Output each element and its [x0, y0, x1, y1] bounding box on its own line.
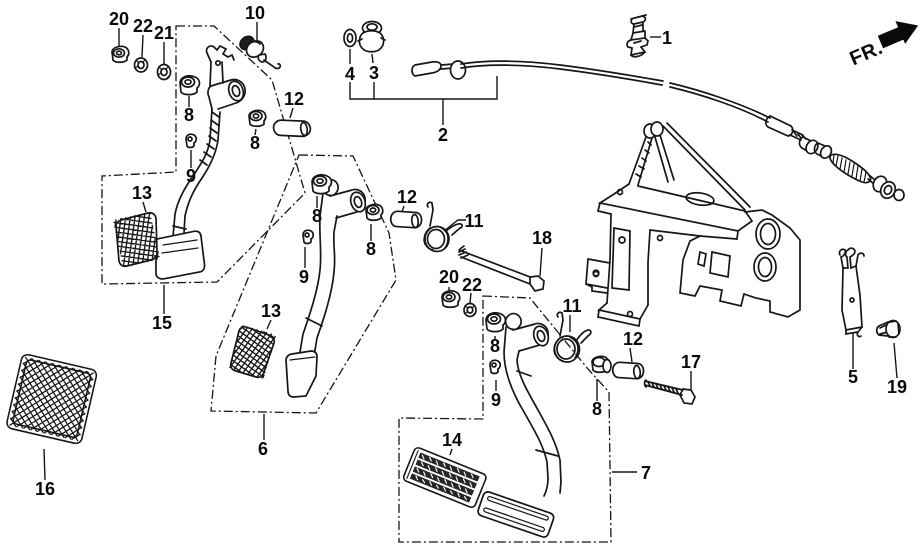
svg-text:12: 12: [623, 329, 643, 349]
svg-text:18: 18: [532, 228, 552, 248]
svg-text:4: 4: [345, 64, 355, 84]
svg-text:20: 20: [439, 267, 459, 287]
svg-text:8: 8: [312, 206, 322, 226]
svg-text:8: 8: [490, 336, 500, 356]
svg-text:13: 13: [261, 301, 281, 321]
svg-text:1: 1: [662, 28, 672, 48]
svg-text:19: 19: [887, 377, 907, 397]
svg-text:11: 11: [562, 296, 581, 316]
svg-text:16: 16: [35, 479, 55, 499]
svg-text:15: 15: [152, 313, 172, 333]
svg-text:2: 2: [438, 125, 448, 145]
svg-text:17: 17: [681, 352, 701, 372]
svg-text:8: 8: [250, 133, 260, 153]
svg-text:6: 6: [258, 439, 268, 459]
svg-text:12: 12: [397, 187, 417, 207]
svg-text:9: 9: [299, 267, 309, 287]
svg-text:22: 22: [133, 16, 153, 36]
svg-text:5: 5: [848, 367, 858, 387]
svg-text:21: 21: [154, 23, 174, 43]
svg-text:10: 10: [245, 3, 265, 23]
svg-text:3: 3: [369, 63, 379, 83]
svg-text:9: 9: [491, 390, 501, 410]
svg-text:11: 11: [464, 211, 483, 231]
svg-text:13: 13: [132, 183, 152, 203]
svg-text:7: 7: [641, 463, 651, 483]
svg-text:12: 12: [284, 89, 304, 109]
svg-text:20: 20: [109, 9, 129, 29]
svg-text:8: 8: [184, 105, 194, 125]
svg-text:8: 8: [366, 239, 376, 259]
svg-text:14: 14: [442, 430, 462, 450]
svg-text:22: 22: [462, 275, 482, 295]
svg-text:8: 8: [592, 399, 602, 419]
svg-text:9: 9: [186, 166, 196, 186]
